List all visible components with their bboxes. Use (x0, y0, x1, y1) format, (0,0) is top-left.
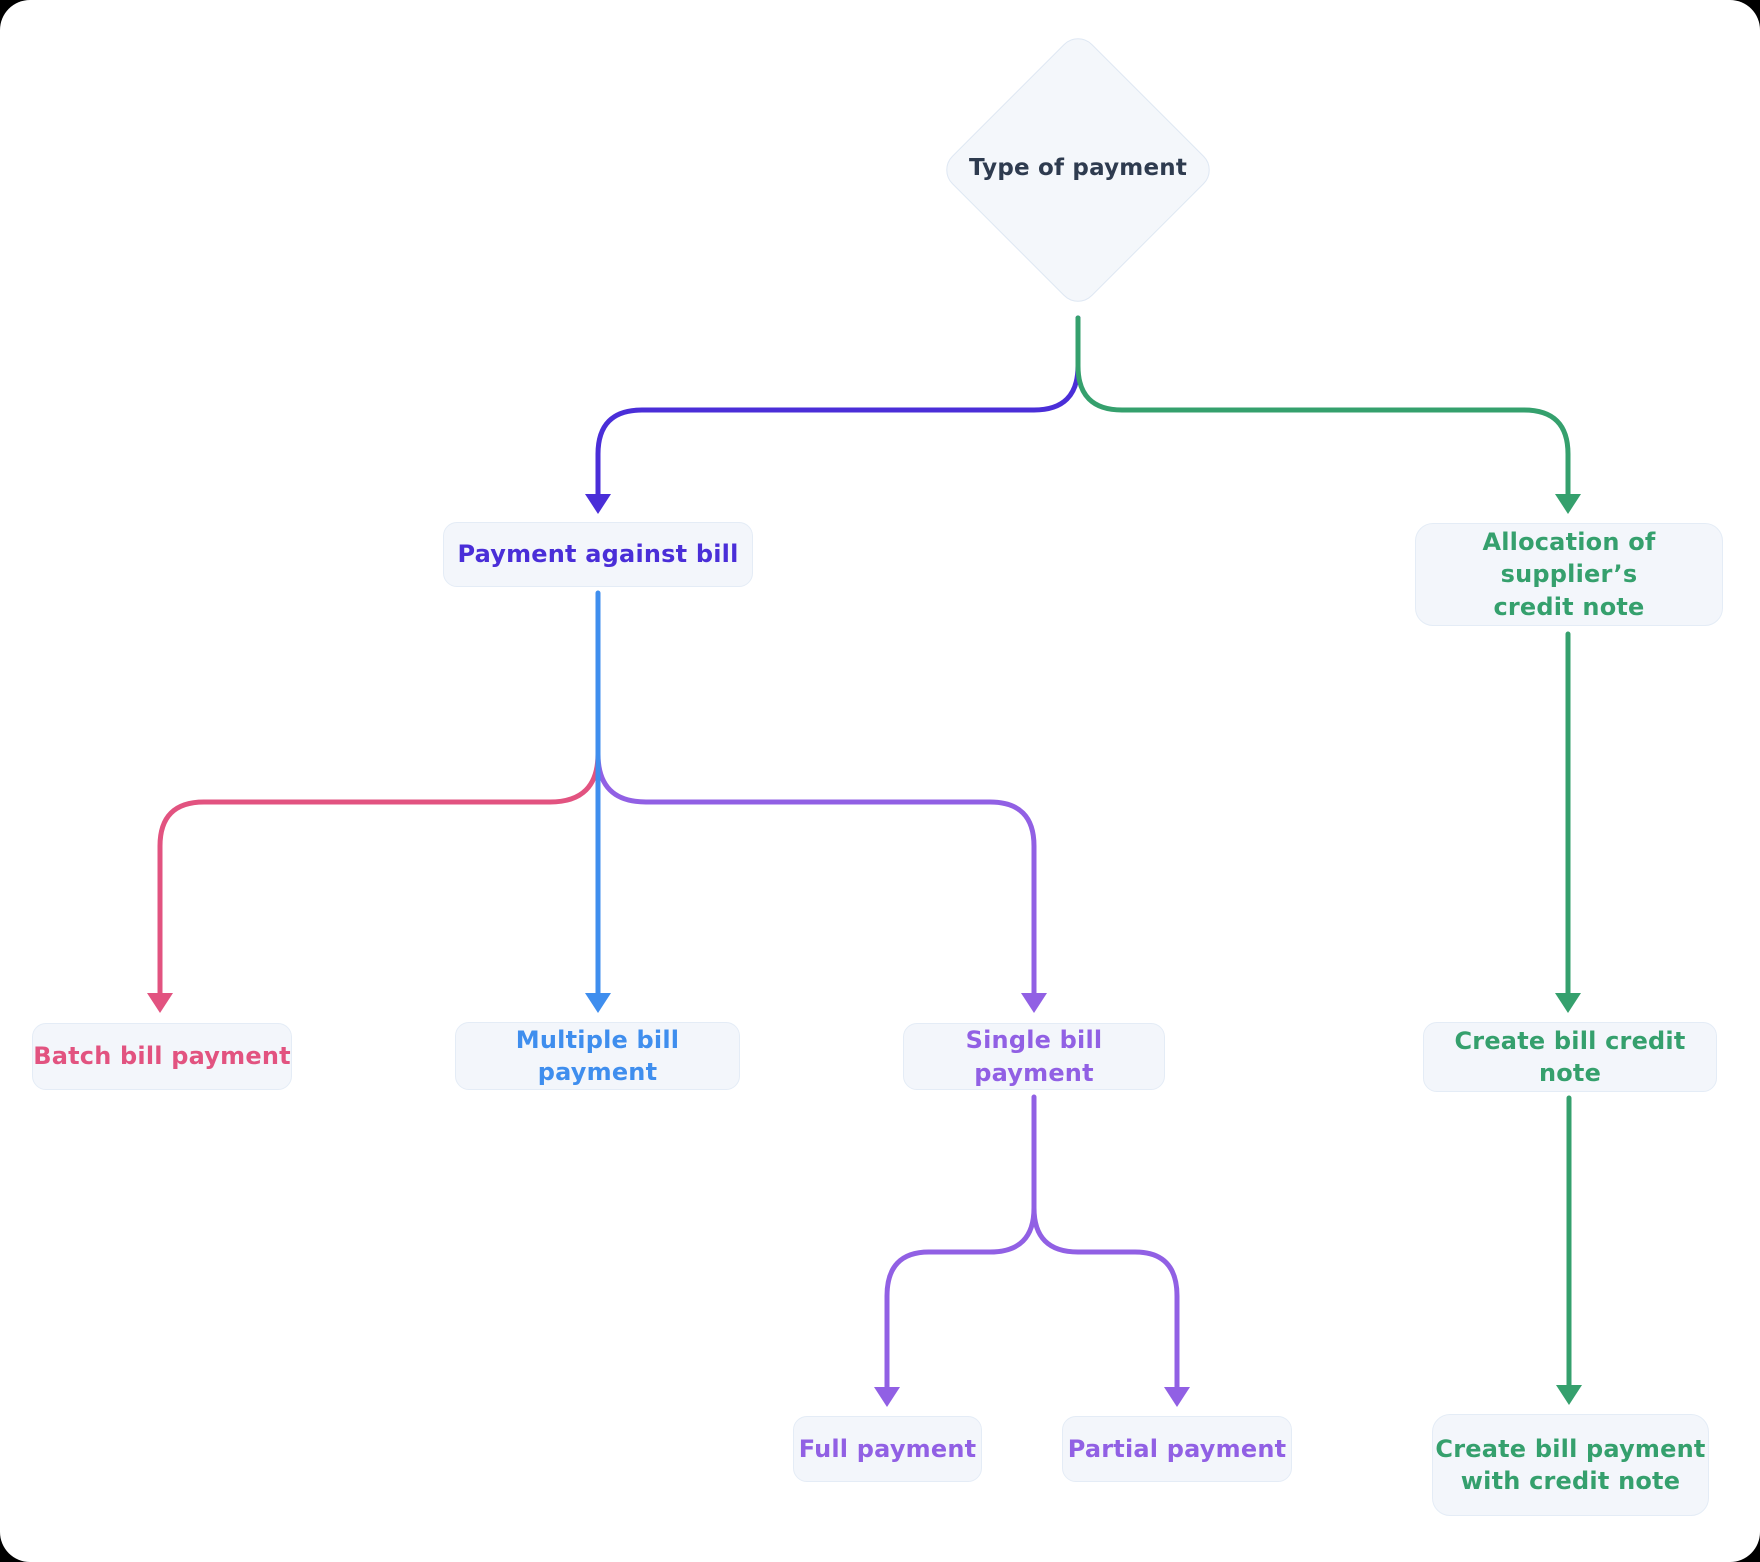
node-partial-payment: Partial payment (1062, 1416, 1292, 1482)
arrowhead-icon (1556, 1385, 1582, 1405)
edge-line (157, 751, 601, 997)
edge-type-of-payment-to-allocation-credit-note (1075, 315, 1581, 514)
node-create-bill-credit-note: Create bill credit note (1423, 1022, 1717, 1092)
arrowhead-icon (1555, 993, 1581, 1013)
node-label-line: Create bill payment (1435, 1434, 1706, 1463)
arrowhead-icon (1164, 1387, 1190, 1407)
node-label-line: with credit note (1460, 1467, 1681, 1495)
node-multiple-bill-payment: Multiple bill payment (455, 1022, 740, 1090)
edge-line (595, 315, 1081, 499)
node-label-line: credit note (1493, 592, 1645, 621)
edge-line (1075, 315, 1571, 499)
edge-line (884, 1094, 1037, 1391)
edge-payment-against-bill-to-multiple-bill-payment (585, 590, 611, 1013)
edge-payment-against-bill-to-batch-bill-payment (147, 751, 601, 1013)
node-batch-bill-payment: Batch bill payment (32, 1023, 292, 1090)
edge-payment-against-bill-to-single-bill-payment (595, 751, 1047, 1013)
arrowhead-icon (585, 494, 611, 514)
node-label-line: Allocation of supplier’s (1482, 527, 1656, 589)
arrowhead-icon (874, 1387, 900, 1407)
edge-create-bill-credit-note-to-create-bill-payment (1556, 1095, 1582, 1405)
edge-single-bill-payment-to-partial-payment (1031, 1205, 1190, 1407)
edge-single-bill-payment-to-full-payment (874, 1094, 1037, 1407)
node-create-bill-payment-with-credit-note: Create bill payment with credit note (1432, 1414, 1709, 1516)
arrowhead-icon (147, 993, 173, 1013)
edge-type-of-payment-to-payment-against-bill (585, 315, 1081, 514)
node-payment-against-bill: Payment against bill (443, 522, 753, 587)
node-allocation-of-suppliers-credit-note: Allocation of supplier’s credit note (1415, 523, 1723, 626)
arrowhead-icon (1555, 494, 1581, 514)
arrowhead-icon (585, 993, 611, 1013)
decision-diamond-label: Type of payment (968, 155, 1188, 181)
edge-line (1031, 1205, 1180, 1391)
edge-allocation-credit-note-to-create-bill-credit-note (1555, 631, 1581, 1013)
node-single-bill-payment: Single bill payment (903, 1023, 1165, 1090)
node-full-payment: Full payment (793, 1416, 982, 1482)
arrowhead-icon (1021, 993, 1047, 1013)
edge-line (595, 751, 1037, 997)
